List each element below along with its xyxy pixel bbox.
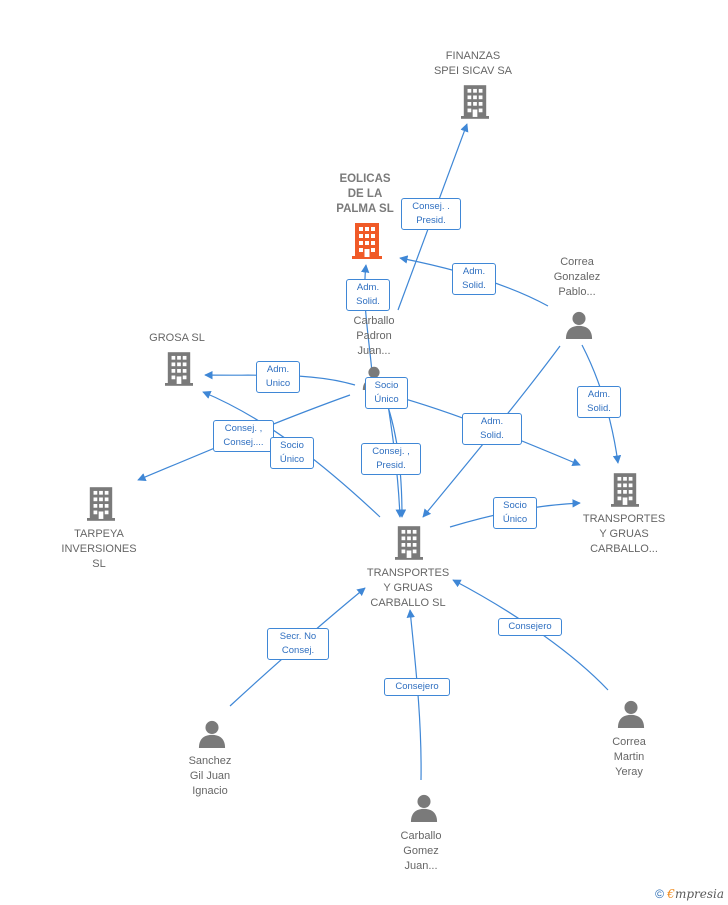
node-eolicas[interactable]: EOLICAS DE LA PALMA SL	[336, 173, 394, 215]
node-transportes-right[interactable]: TRANSPORTES Y GRUAS CARBALLO...	[582, 513, 666, 555]
edge-label-adm-unico: Adm. Unico	[256, 361, 300, 393]
edge-label-adm-solid: Adm. Solid.	[346, 279, 390, 311]
brand-initial: €	[667, 887, 675, 901]
correa-martin-person-icon	[617, 700, 645, 728]
node-tarpeya[interactable]: TARPEYA INVERSIONES SL	[61, 528, 137, 570]
finanzas-building-icon	[461, 85, 489, 119]
edge-label-secr-no-consej: Secr. No Consej.	[267, 628, 329, 660]
edge-label-socio-unico: Socio Único	[493, 497, 537, 529]
carballo-gomez-person-icon	[410, 794, 438, 822]
brand-name: mpresia	[674, 887, 724, 901]
eolicas-building-icon	[352, 223, 382, 259]
transportes-right-building-icon	[611, 473, 639, 507]
empresia-logo: © €mpresia	[655, 887, 724, 901]
node-grosa[interactable]: GROSA SL	[149, 332, 205, 344]
node-correa-gonzalez[interactable]: Correa Gonzalez Pablo...	[553, 256, 601, 298]
tarpeya-building-icon	[87, 487, 115, 521]
node-transportes-main[interactable]: TRANSPORTES Y GRUAS CARBALLO SL	[366, 567, 450, 609]
node-carballo-padron[interactable]: Carballo Padron Juan...	[353, 315, 395, 357]
grosa-building-icon	[165, 352, 193, 386]
sanchez-person-icon	[198, 720, 226, 748]
edge-carballo-eolicas	[360, 264, 373, 373]
edge-label-adm-solid: Adm. Solid.	[462, 413, 522, 445]
node-carballo-gomez[interactable]: Carballo Gomez Juan...	[400, 830, 442, 872]
node-correa-martin[interactable]: Correa Martin Yeray	[612, 736, 646, 778]
edge-label-consejero: Consejero	[498, 618, 562, 636]
edge-label-consej-consej: Consej. , Consej....	[213, 420, 274, 452]
edge-label-adm-solid: Adm. Solid.	[577, 386, 621, 418]
correa-gonzalez-person-icon	[565, 311, 593, 339]
edge-label-consejero: Consejero	[384, 678, 450, 696]
copyright-icon: ©	[655, 887, 664, 901]
node-sanchez-gil[interactable]: Sanchez Gil Juan Ignacio	[188, 755, 232, 797]
edge-label-adm-solid: Adm. Solid.	[452, 263, 496, 295]
edge-label-consej-presid: Consej. , Presid.	[361, 443, 421, 475]
node-finanzas[interactable]: FINANZAS SPEI SICAV SA	[433, 50, 513, 77]
edge-label-socio-unico: Socio Único	[270, 437, 314, 469]
edge-label-consej-presid: Consej. . Presid.	[401, 198, 461, 230]
transportes-main-building-icon	[395, 526, 423, 560]
edge-label-socio-unico: Socio Único	[365, 377, 408, 409]
